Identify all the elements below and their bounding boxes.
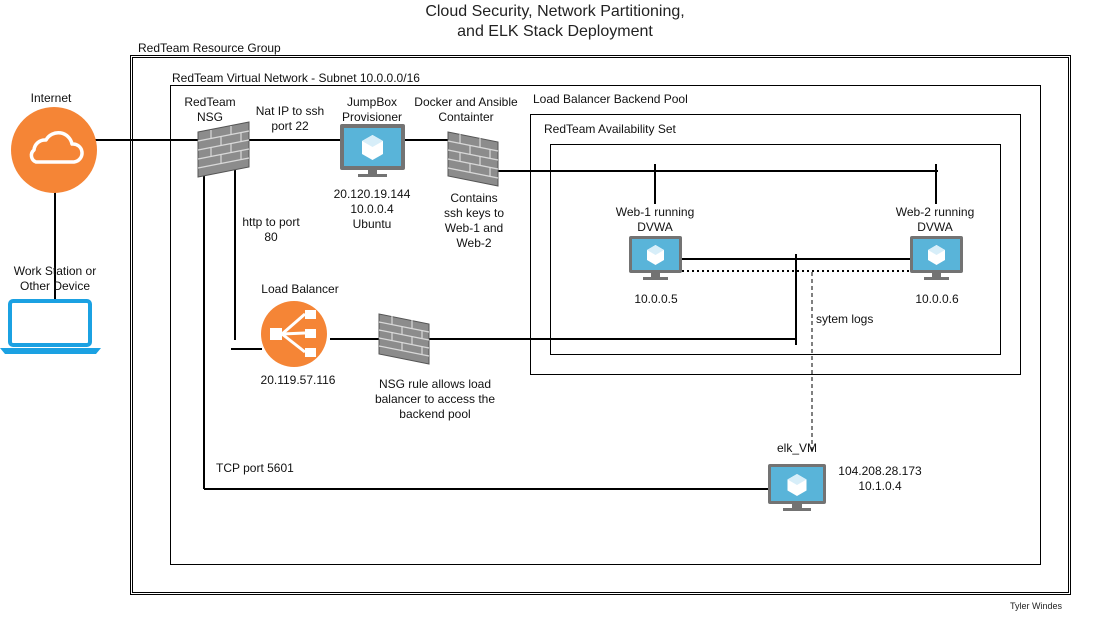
docker-note-line2: ssh keys to [443,206,505,220]
web2-label-line1: Web-2 running [895,205,975,219]
docker-label: Docker and Ansible Containter [408,95,524,125]
load-balancer-icon [261,301,327,367]
jumpbox-os: Ubuntu [352,217,392,231]
web1-label-line1: Web-1 running [615,205,695,219]
elk-label: elk_VM [776,441,817,455]
availability-set-label: RedTeam Availability Set [544,122,676,136]
backend-pool-label: Load Balancer Backend Pool [533,92,688,106]
vnet-label: RedTeam Virtual Network - Subnet 10.0.0.… [172,71,420,85]
jumpbox-details: 20.120.19.144 10.0.0.4 Ubuntu [322,187,422,232]
title-line-1: Cloud Security, Network Partitioning, [425,3,685,20]
http-edge-label-line1: http to port [242,215,300,229]
nsgrule-firewall-icon [378,313,430,365]
jumpbox-label: JumpBox Provisioner [332,95,412,125]
jumpbox-label-line2: Provisioner [341,110,403,124]
jumpbox-public-ip: 20.120.19.144 [333,187,411,201]
web1-ip: 10.0.0.5 [634,292,678,306]
resource-group-label: RedTeam Resource Group [138,41,281,55]
diagram-title: Cloud Security, Network Partitioning, an… [380,2,730,42]
web1-vm-icon [629,236,682,280]
jumpbox-private-ip: 10.0.0.4 [350,202,394,216]
vnet-box [170,85,1041,565]
title-line-2: and ELK Stack Deployment [457,23,653,40]
docker-note-line4: Web-2 [456,236,492,250]
web1-label: Web-1 running DVWA [605,205,705,235]
nsg-rule-note: NSG rule allows load balancer to access … [365,377,505,422]
elk-details: 104.208.28.173 10.1.0.4 [830,464,930,494]
cloud-icon [11,107,97,193]
workstation-label: Work Station or Other Device [0,264,110,294]
nsg-label-line1: RedTeam [184,95,236,109]
nsg-rule-note-line1: NSG rule allows load [378,377,492,391]
laptop-icon [0,299,101,354]
lb-ip: 20.119.57.116 [260,373,336,387]
author-credit: Tyler Windes [1010,601,1063,611]
workstation-label-line2: Other Device [19,279,91,293]
nat-edge-label-line2: port 22 [271,119,309,133]
internet-label: Internet [30,91,72,105]
web2-label-line2: DVWA [917,220,953,234]
http-edge-label-line2: 80 [264,230,278,244]
docker-note-line1: Contains [450,191,498,205]
backend-pool-box [530,114,1021,375]
elk-public-ip: 104.208.28.173 [838,464,922,478]
logs-edge-label: sytem logs [816,312,874,326]
workstation-label-line1: Work Station or [13,264,97,278]
docker-note-line3: Web-1 and [444,221,504,235]
availability-set-box [550,144,1001,355]
nsg-rule-note-line2: balancer to access the [374,392,496,406]
web2-vm-icon [910,236,963,280]
nat-edge-label-line1: Nat IP to ssh [255,104,325,118]
docker-label-line1: Docker and Ansible [414,95,518,109]
nsg-rule-note-line3: backend pool [399,407,471,421]
web1-label-line2: DVWA [637,220,673,234]
web2-label: Web-2 running DVWA [885,205,985,235]
docker-label-line2: Containter [438,110,494,124]
nsg-label-line2: NSG [196,110,223,124]
docker-note: Contains ssh keys to Web-1 and Web-2 [434,191,514,251]
elk-vm-icon [768,464,826,511]
web2-ip: 10.0.0.6 [915,292,959,306]
nsg-firewall-icon [197,121,250,178]
jumpbox-vm-icon [340,124,405,177]
lb-title: Load Balancer [261,282,339,296]
docker-firewall-icon [447,131,499,187]
nat-edge-label: Nat IP to ssh port 22 [250,104,330,134]
tcp-edge-label: TCP port 5601 [216,461,294,475]
nsg-label: RedTeam NSG [180,95,240,125]
http-edge-label: http to port 80 [236,215,306,245]
jumpbox-label-line1: JumpBox [346,95,398,109]
elk-private-ip: 10.1.0.4 [858,479,902,493]
resource-group-box [130,55,1071,595]
